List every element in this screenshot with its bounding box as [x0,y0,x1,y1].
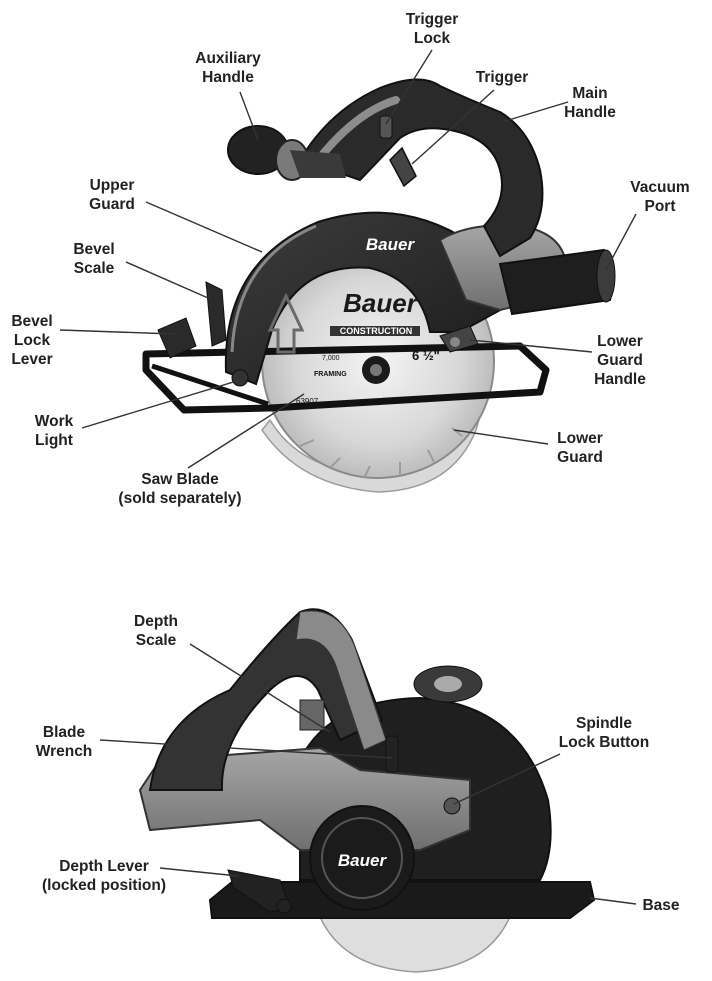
top-saw: Bauer Bauer CONSTRUCTION 6 ½" FRAMING 7,… [59,49,637,493]
blade-wrench-shape [385,735,399,773]
bottom-leader-lines [99,643,637,905]
label-blade-wrench: Blade Wrench [35,724,93,760]
trigger-shape [389,146,417,188]
top-brand-large-text: Bauer [343,288,419,318]
label-depth-scale: Depth Scale [134,613,178,649]
bottom-handle-shape [148,608,384,791]
label-trigger: Trigger [475,69,529,86]
label-trigger-lock: Trigger Lock [405,11,459,47]
label-depth-lever: Depth Lever (locked position) [42,858,166,894]
trigger-lock-shape [379,115,393,139]
label-auxiliary-handle: Auxiliary Handle [195,50,261,86]
work-light-shape [231,369,249,387]
label-lower-guard: Lower Guard [557,430,603,466]
top-brand-text: Bauer [366,235,416,254]
bevel-scale-shape [205,281,227,347]
label-work-light: Work Light [34,413,74,449]
blade-rpm-text: 7,000 [322,355,340,362]
blade-size-text: 6 ½" [412,348,440,363]
bevel-lock-lever-shape [157,317,197,359]
motor-cap-shape [309,805,415,911]
label-bevel-scale: Bevel Scale [73,241,115,277]
label-lower-guard-handle: Lower Guard Handle [594,333,646,388]
bottom-saw: Bauer [99,608,637,973]
label-base: Base [642,897,680,914]
label-vacuum-port: Vacuum Port [630,179,690,215]
main-handle-shape [298,78,544,258]
label-spindle-lock-button: Spindle Lock Button [558,715,650,751]
bottom-brand-text: Bauer [338,851,388,870]
top-leader-lines [59,49,637,469]
top-sub-brand-text: CONSTRUCTION [340,326,413,336]
blade-label-text: FRAMING [314,371,347,378]
bottom-blade-shape [316,911,514,973]
label-main-handle: Main Handle [564,85,616,121]
base-plate-shape [142,342,550,414]
label-bevel-lock-lever: Bevel Lock Lever [11,313,53,368]
label-saw-blade: Saw Blade (sold separately) [118,471,242,507]
spindle-lock-button-shape [443,797,461,815]
model-code-text: 63907 [296,397,319,406]
label-upper-guard: Upper Guard [89,177,135,213]
